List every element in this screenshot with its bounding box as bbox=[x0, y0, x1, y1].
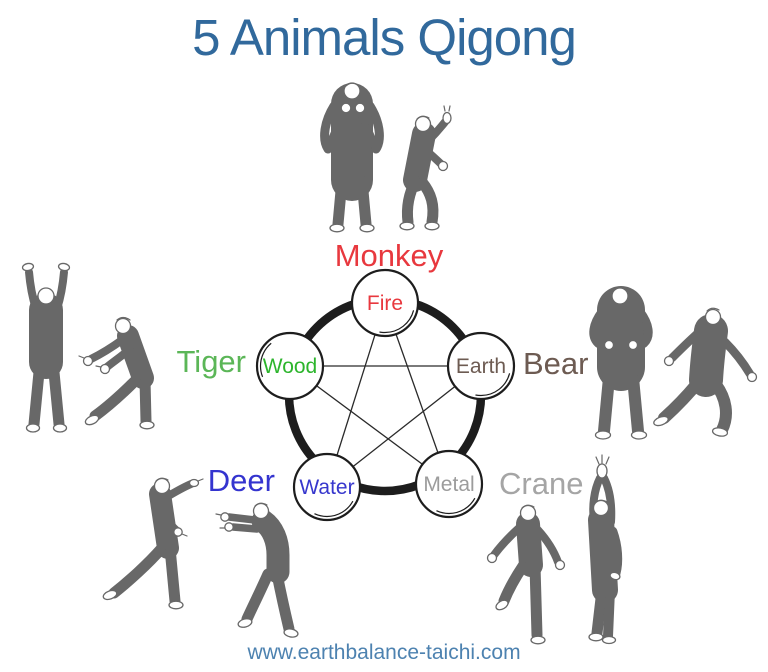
bear-figure-1 bbox=[589, 286, 653, 440]
five-element-diagram: Fire Wood Earth Water bbox=[255, 268, 516, 522]
element-label-water: Water bbox=[299, 476, 354, 499]
tiger-figure-2 bbox=[78, 316, 155, 430]
crane-figure-1 bbox=[486, 504, 566, 645]
page-title: 5 Animals Qigong bbox=[192, 9, 577, 66]
element-node-wood: Wood bbox=[255, 331, 325, 401]
website-url: www.earthbalance-taichi.com bbox=[247, 641, 521, 664]
element-node-earth: Earth bbox=[446, 331, 516, 401]
element-node-metal: Metal bbox=[414, 449, 484, 519]
animal-label-tiger: Tiger bbox=[177, 344, 246, 379]
element-label-wood: Wood bbox=[263, 355, 317, 378]
element-label-metal: Metal bbox=[423, 473, 474, 496]
element-label-earth: Earth bbox=[456, 355, 506, 378]
deer-figure-2 bbox=[215, 502, 299, 638]
animal-label-crane: Crane bbox=[499, 466, 583, 501]
animal-label-bear: Bear bbox=[523, 346, 588, 381]
animal-label-monkey: Monkey bbox=[335, 238, 444, 273]
tiger-figure-1 bbox=[21, 262, 71, 433]
element-node-fire: Fire bbox=[350, 268, 420, 338]
monkey-figure-1 bbox=[320, 82, 384, 233]
deer-figure-1 bbox=[102, 477, 204, 610]
animal-label-deer: Deer bbox=[208, 463, 275, 498]
element-node-water: Water bbox=[292, 452, 362, 522]
crane-figure-2 bbox=[588, 454, 623, 645]
bear-figure-2 bbox=[653, 307, 758, 437]
animal-labels: Monkey Tiger Bear Deer Crane bbox=[177, 238, 589, 501]
monkey-figure-2 bbox=[399, 105, 452, 231]
element-label-fire: Fire bbox=[367, 292, 403, 315]
